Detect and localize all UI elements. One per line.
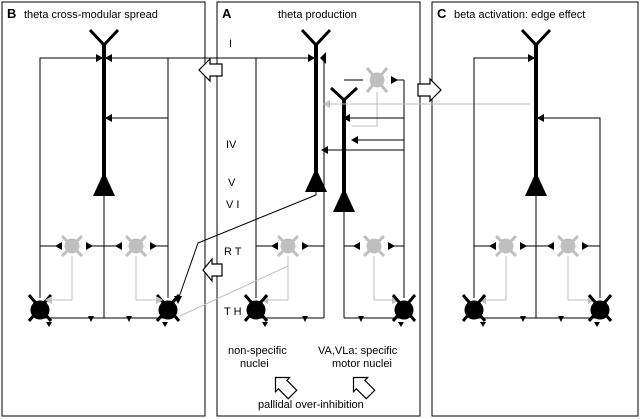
panel-b-title: theta cross-modular spread: [24, 9, 158, 21]
panel-c-title: beta activation: edge effect: [454, 9, 585, 21]
rt-cell-b-left: [60, 234, 84, 258]
panel-a-circuit: [174, 28, 530, 327]
pyramidal-cell-b: [93, 172, 115, 196]
layer-label-th: T H: [224, 306, 242, 318]
panel-b-letter: B: [7, 6, 16, 21]
panel-c-frame: [431, 1, 639, 417]
rt-cell-b-right: [124, 234, 148, 258]
spread-arrow-right-icon: [417, 77, 442, 103]
layer-label-1: I: [229, 38, 232, 50]
spread-arrow-left-icon: [198, 57, 223, 83]
nonspecific-label-2: nuclei: [240, 358, 269, 370]
rt-arrow-left-icon: [202, 257, 223, 283]
rt-cell-c-right: [556, 234, 580, 258]
panel-a-letter: A: [222, 6, 232, 21]
th-cell-c-left: [461, 294, 487, 322]
pyramidal-cell-c: [525, 172, 547, 196]
pyramidal-cell-a-second: [333, 188, 355, 212]
th-cell-a-right: [391, 294, 417, 322]
panel-a-frame: [216, 1, 421, 417]
panel-b-frame: [1, 1, 206, 417]
layer-label-5: V: [228, 177, 236, 189]
rt-cell-a-right: [362, 234, 386, 258]
th-cell-a-left: [243, 294, 269, 322]
th-cell-c-right: [587, 294, 613, 322]
pallidal-label: pallidal over-inhibition: [258, 399, 364, 411]
panel-b-circuit: [27, 28, 305, 327]
specific-label-1: VA,VLa: specific: [318, 345, 398, 357]
pyramidal-cell-a-main: [305, 168, 327, 192]
pallidal-arrow-right-icon: [352, 376, 376, 400]
rt-cell-c-left: [494, 234, 518, 258]
gray-cell-a-top: [365, 67, 389, 93]
layer-label-rt: R T: [224, 246, 242, 258]
nonspecific-label-1: non-specific: [228, 345, 287, 357]
layer-label-6: V I: [226, 199, 239, 211]
specific-label-2: motor nuclei: [332, 358, 392, 370]
rt-cell-a-left: [276, 234, 300, 258]
panel-c-letter: C: [437, 6, 447, 21]
pallidal-arrow-left-icon: [274, 376, 298, 400]
panel-c-circuit: [461, 28, 613, 327]
layer-label-4: IV: [226, 139, 237, 151]
panel-a-title: theta production: [278, 9, 357, 21]
